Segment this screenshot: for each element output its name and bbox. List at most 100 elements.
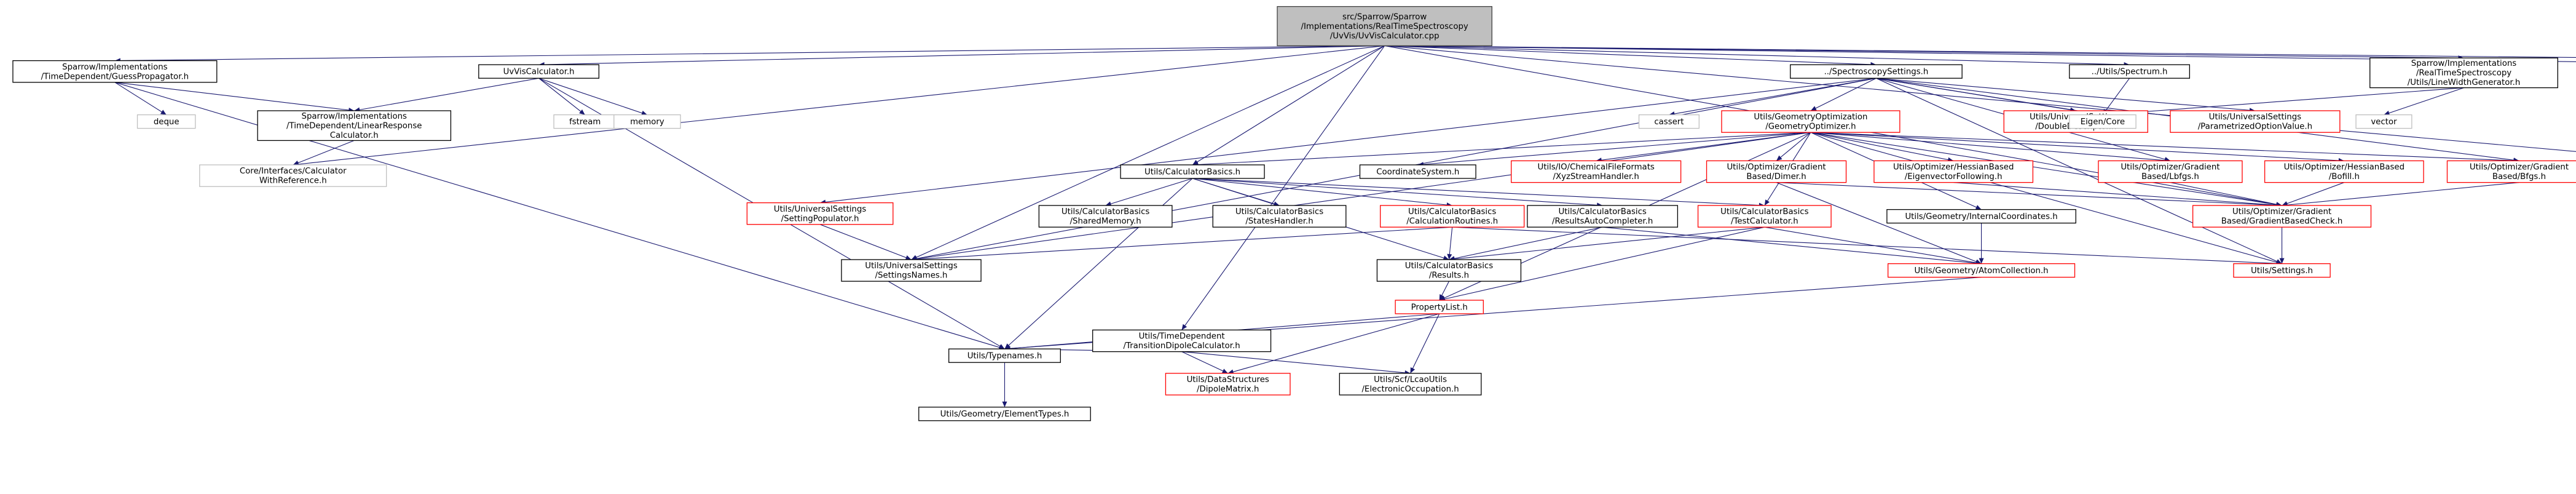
edge-usSetPop-settingNames <box>819 224 912 260</box>
node-statesH[interactable]: Utils/CalculatorBasics/StatesHandler.h <box>1212 205 1347 228</box>
node-label-line: /CalculationRoutines.h <box>1406 217 1498 226</box>
node-label-line: Utils/UniversalSettings <box>2209 113 2301 122</box>
node-box <box>1339 373 1482 396</box>
edge-line <box>1876 78 2103 116</box>
node-label-line: /TimeDependent/LinearResponse <box>286 122 422 131</box>
node-geoopt[interactable]: Utils/GeometryOptimization/GeometryOptim… <box>1721 110 1900 133</box>
edge-root-coreLog <box>1384 45 2576 152</box>
edge-dimer-gbCheck <box>1776 182 2282 208</box>
node-dimer[interactable]: Utils/Optimizer/GradientBased/Dimer.h <box>1706 160 1847 183</box>
node-label-line: Core/Interfaces/Calculator <box>240 167 347 176</box>
node-label-line: /SettingsNames.h <box>875 271 948 281</box>
node-tdc[interactable]: Utils/TimeDependent/TransitionDipoleCalc… <box>1092 329 1272 353</box>
node-label-line: Utils/Typenames.h <box>967 352 1042 361</box>
node-box <box>1790 64 1963 79</box>
node-settingsH[interactable]: Utils/Settings.h <box>2233 263 2331 278</box>
node-resAuto[interactable]: Utils/CalculatorBasics/ResultsAutoComple… <box>1527 205 1679 228</box>
node-label-line: /Bofill.h <box>2329 172 2360 181</box>
edge-internalCoords-atomColl <box>1979 223 1984 264</box>
node-label-line: Based/Lbfgs.h <box>2141 172 2199 181</box>
node-label-line: Utils/Scf/LcaoUtils <box>1374 375 1447 384</box>
edge-line <box>1192 132 1811 165</box>
node-results[interactable]: Utils/CalculatorBasics/Results.h <box>1376 259 1522 282</box>
node-box <box>2069 64 2191 79</box>
edge-root-uvvisH <box>538 45 1385 67</box>
edge-calcRoutines-results <box>1447 227 1453 260</box>
node-lwg[interactable]: Sparrow/Implementations/RealTimeSpectros… <box>2369 57 2558 89</box>
node-box <box>1092 329 1272 353</box>
node-uvvisH[interactable]: UvVisCalculator.h <box>478 64 600 79</box>
node-specSettings[interactable]: ../SpectroscopySettings.h <box>1790 64 1963 79</box>
node-eigFollow[interactable]: Utils/Optimizer/HessianBased/Eigenvector… <box>1873 160 2034 183</box>
node-usParam[interactable]: Utils/UniversalSettings/ParametrizedOpti… <box>2170 110 2341 133</box>
edge-arrowhead <box>2279 258 2285 264</box>
edge-arrowhead <box>998 344 1005 349</box>
node-usSetPop[interactable]: Utils/UniversalSettings/SettingPopulator… <box>746 202 894 225</box>
edge-arrowhead <box>579 109 585 115</box>
node-deque: deque <box>136 114 196 129</box>
edge-line <box>1410 313 1440 374</box>
node-gbCheck[interactable]: Utils/Optimizer/GradientBased/GradientBa… <box>2192 205 2372 228</box>
node-vector: vector <box>2355 114 2413 129</box>
node-bfgs[interactable]: Utils/Optimizer/GradientBased/Bfgs.h <box>2446 160 2576 183</box>
edge-line <box>1004 178 1193 349</box>
edge-arrowhead <box>1439 294 1444 300</box>
node-label-line: UvVisCalculator.h <box>503 68 575 77</box>
node-box <box>199 164 387 187</box>
edge-line <box>1105 178 1193 206</box>
node-label-line: Based/GradientBasedCheck.h <box>2221 217 2343 226</box>
edge-line <box>114 45 1385 62</box>
node-box <box>1527 205 1679 228</box>
node-atomColl[interactable]: Utils/Geometry/AtomCollection.h <box>1888 263 2076 278</box>
edge-calcBasics-typenames <box>1004 178 1193 349</box>
node-sharedMem[interactable]: Utils/CalculatorBasics/SharedMemory.h <box>1038 205 1173 228</box>
edge-line <box>538 78 648 116</box>
edge-root-modman <box>1384 45 2576 58</box>
node-label-line: Utils/CalculatorBasics <box>1408 207 1496 217</box>
node-testCalc[interactable]: Utils/CalculatorBasics/TestCalculator.h <box>1697 205 1832 228</box>
edge-propList-elecOcc <box>1410 313 1440 374</box>
node-spectrum[interactable]: ../Utils/Spectrum.h <box>2069 64 2191 79</box>
edge-root-spectrum <box>1384 45 2130 67</box>
node-chemFile[interactable]: Utils/IO/ChemicalFileFormats/XyzStreamHa… <box>1511 160 1682 183</box>
edge-line <box>1876 78 2282 265</box>
node-typenames[interactable]: Utils/Typenames.h <box>948 348 1061 363</box>
edge-line <box>114 82 167 116</box>
node-internalCoords[interactable]: Utils/Geometry/InternalCoordinates.h <box>1886 209 2076 224</box>
edge-calcBasics-sharedMem <box>1105 178 1193 207</box>
edge-uvvisH-linresp <box>354 78 539 113</box>
edge-line <box>354 78 539 111</box>
node-coordSys[interactable]: CoordinateSystem.h <box>1359 164 1476 179</box>
node-box <box>2192 205 2372 228</box>
node-label-line: /TimeDependent/GuessPropagator.h <box>41 72 189 81</box>
node-label-line: Utils/Geometry/ElementTypes.h <box>940 410 1069 419</box>
node-label-line: ../SpectroscopySettings.h <box>1824 68 1929 77</box>
edge-specSettings-geoopt <box>1810 78 1877 111</box>
node-label-line: Utils/IO/ChemicalFileFormats <box>1538 163 1655 172</box>
node-box <box>1706 160 1847 183</box>
node-box <box>1697 205 1832 228</box>
node-root: src/Sparrow/Sparrow/Implementations/Real… <box>1277 6 1492 47</box>
edge-arrowhead <box>1273 201 1280 207</box>
node-calcRoutines[interactable]: Utils/CalculatorBasics/CalculationRoutin… <box>1380 205 1525 228</box>
node-propList[interactable]: PropertyList.h <box>1395 300 1484 314</box>
node-box <box>1395 300 1484 314</box>
node-bofill[interactable]: Utils/Optimizer/HessianBased/Bofill.h <box>2264 160 2424 183</box>
edge-line <box>1384 45 2576 62</box>
edge-line <box>1181 351 1228 374</box>
node-linresp[interactable]: Sparrow/Implementations/TimeDependent/Li… <box>257 110 452 141</box>
node-box <box>1721 110 1900 133</box>
node-elemTypes[interactable]: Utils/Geometry/ElementTypes.h <box>918 407 1091 421</box>
node-settingNames[interactable]: Utils/UniversalSettings/SettingsNames.h <box>841 259 982 282</box>
node-lbfgs[interactable]: Utils/Optimizer/GradientBased/Lbfgs.h <box>2098 160 2243 183</box>
node-dipoleMat[interactable]: Utils/DataStructures/DipoleMatrix.h <box>1165 373 1291 396</box>
edge-line <box>1192 178 1603 206</box>
node-box <box>841 259 982 282</box>
node-guessprop[interactable]: Sparrow/Implementations/TimeDependent/Gu… <box>12 60 218 83</box>
node-calcBasics[interactable]: Utils/CalculatorBasics.h <box>1120 164 1265 179</box>
edge-line <box>538 78 586 116</box>
edge-line <box>1810 132 2170 161</box>
node-elecOcc[interactable]: Utils/Scf/LcaoUtils/ElectronicOccupation… <box>1339 373 1482 396</box>
node-label-line: Utils/CalculatorBasics <box>1405 261 1493 271</box>
edge-line <box>1776 182 2282 206</box>
